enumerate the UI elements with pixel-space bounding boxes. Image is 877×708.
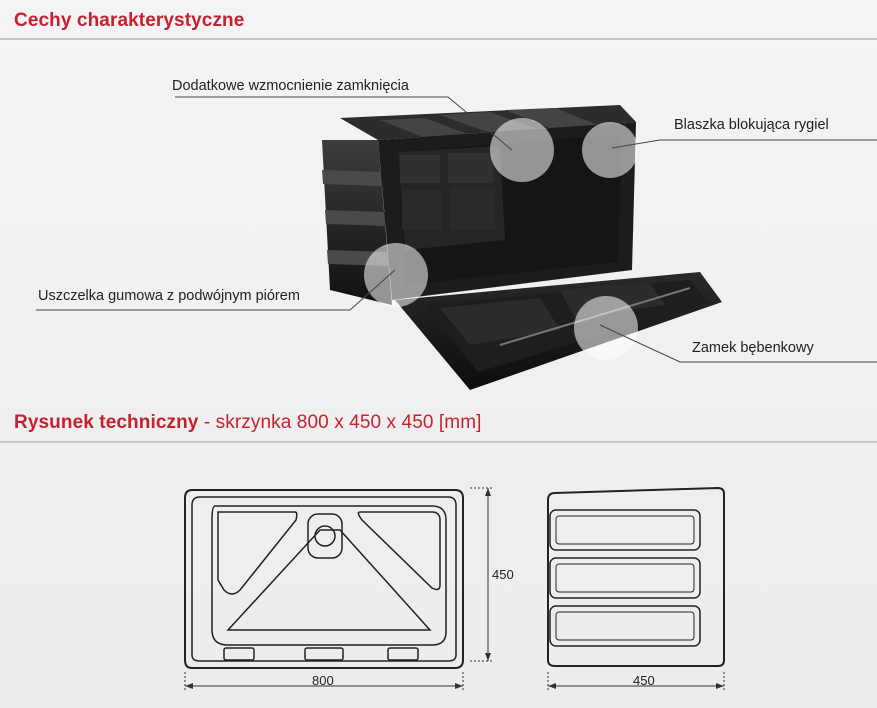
leader-blocking-plate [611,139,877,149]
features-divider [0,38,877,40]
front-view-lock [307,513,343,559]
dim-width: 800 [312,673,334,688]
callout-lock: Zamek bębenkowy [692,340,814,356]
callout-reinforcement: Dodatkowe wzmocnienie zamknięcia [172,78,409,94]
leader-reinforcement [175,96,513,151]
callout-blocking-plate: Blaszka blokująca rygiel [674,117,829,133]
front-view-outline [184,489,464,669]
technical-divider [0,441,877,443]
features-title: Cechy charakterystyczne [14,10,245,31]
dim-height: 450 [492,567,514,582]
leader-gasket [36,269,396,311]
callout-gasket: Uszczelka gumowa z podwójnym piórem [38,288,300,304]
dim-depth: 450 [633,673,655,688]
front-view-door [211,505,447,646]
technical-title-subtitle: - skrzynka 800 x 450 x 450 [mm] [198,412,482,433]
leader-lock [599,324,877,363]
technical-title: Rysunek techniczny - skrzynka 800 x 450 … [14,412,482,434]
technical-title-main: Rysunek techniczny [14,412,199,433]
side-view-outline [547,486,725,667]
